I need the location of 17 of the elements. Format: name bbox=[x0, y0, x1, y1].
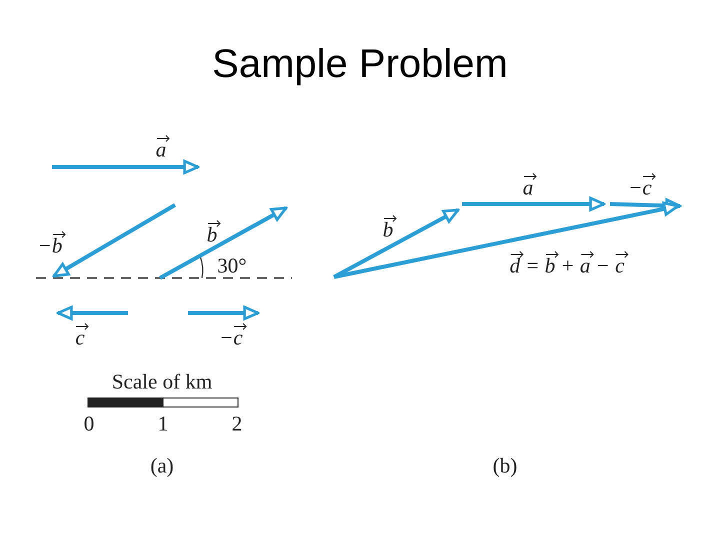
title: Sample Problem bbox=[211, 42, 509, 87]
vector-label: −b bbox=[38, 236, 62, 256]
vector-label: a bbox=[156, 140, 166, 160]
vector-label: c bbox=[75, 328, 85, 348]
vector-label: −c bbox=[628, 178, 652, 198]
scale-tick-label: 1 bbox=[158, 414, 168, 434]
vector-label: b bbox=[206, 224, 218, 246]
equation-label: d = b + a − c bbox=[510, 256, 624, 276]
scale-tick-label: 2 bbox=[232, 414, 242, 434]
scale-tick-label: 0 bbox=[84, 414, 94, 434]
panel-label: (b) bbox=[492, 456, 518, 476]
vector-label: a bbox=[522, 178, 534, 198]
scale-caption: Scale of km bbox=[112, 372, 212, 392]
vector-label: b bbox=[382, 220, 394, 240]
panel-label: (a) bbox=[150, 456, 174, 476]
angle-label: 30° bbox=[217, 256, 247, 276]
vector-label: −c bbox=[219, 328, 243, 348]
